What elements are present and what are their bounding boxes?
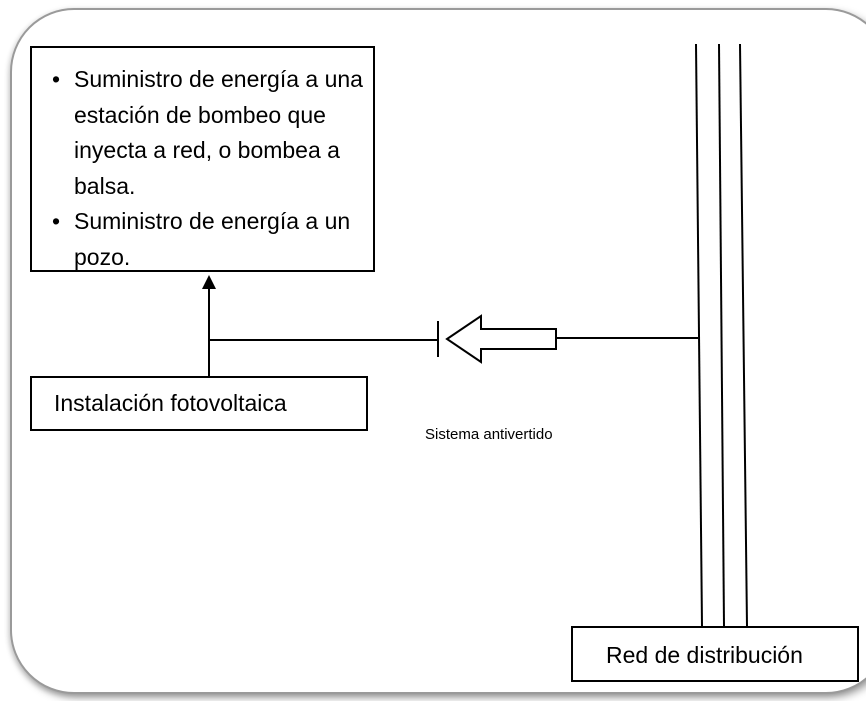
grid-line-1 [695, 43, 703, 627]
pv-installation-label: Instalación fotovoltaica [54, 390, 287, 416]
left-arrow-icon [445, 314, 557, 364]
grid-line-3 [739, 43, 748, 627]
uses-list: Suministro de energía a una estación de … [50, 62, 365, 275]
up-arrowhead-icon [202, 275, 216, 289]
distribution-grid-label: Red de distribución [606, 642, 803, 668]
pv-installation-box: Instalación fotovoltaica [30, 376, 368, 431]
distribution-grid-box: Red de distribución [571, 626, 859, 682]
list-item: Suministro de energía a un pozo. [50, 204, 365, 275]
list-item: Suministro de energía a una estación de … [50, 62, 365, 204]
grid-line-2 [718, 43, 725, 627]
uses-box: Suministro de energía a una estación de … [30, 46, 375, 272]
antivertido-label: Sistema antivertido [425, 426, 553, 443]
